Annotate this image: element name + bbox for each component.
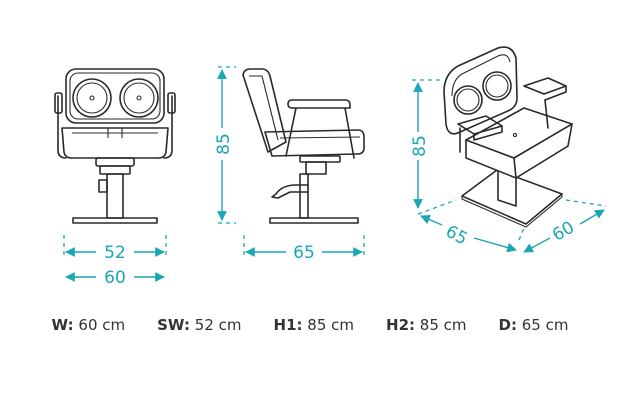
spec-label: H2: bbox=[386, 316, 416, 334]
iso-dimension-65: 65 bbox=[417, 199, 525, 253]
front-dimension-52: 52 bbox=[63, 235, 167, 263]
front-dimension-60: 60 bbox=[65, 268, 165, 288]
spec-value: 85 cm bbox=[307, 316, 355, 334]
side-dimension-65: 65 bbox=[243, 235, 365, 263]
spec-value: 85 cm bbox=[419, 316, 467, 334]
front-left-cushion-icon bbox=[72, 78, 112, 118]
spec-value: 52 cm bbox=[194, 316, 242, 334]
side-view-chair bbox=[242, 68, 365, 224]
spec-item-seat-width: SW: 52 cm bbox=[157, 316, 241, 340]
iso-width-label: 60 bbox=[549, 218, 578, 246]
spec-label: H1: bbox=[273, 316, 303, 334]
chair-dimension-drawing: 52 60 85 65 bbox=[54, 46, 607, 288]
spec-item-width: W: 60 cm bbox=[52, 316, 126, 340]
spec-item-height-2: H2: 85 cm bbox=[386, 316, 467, 340]
spec-value: 60 cm bbox=[78, 316, 126, 334]
side-dimension-85: 85 bbox=[214, 66, 236, 224]
side-height-label: 85 bbox=[214, 133, 234, 155]
iso-dimension-85: 85 bbox=[410, 79, 440, 209]
iso-left-cushion-icon bbox=[453, 85, 483, 115]
spec-list: W: 60 cm SW: 52 cm H1: 85 cm H2: 85 cm D… bbox=[0, 316, 620, 340]
spec-value: 65 cm bbox=[521, 316, 569, 334]
iso-dimension-60: 60 bbox=[523, 199, 607, 253]
iso-height-label: 85 bbox=[410, 135, 430, 157]
iso-right-cushion-icon bbox=[482, 71, 512, 101]
front-view-chair bbox=[54, 68, 176, 224]
front-seat-width-label: 52 bbox=[104, 243, 126, 263]
spec-label: D: bbox=[498, 316, 517, 334]
spec-item-depth: D: 65 cm bbox=[499, 316, 569, 340]
front-width-label: 60 bbox=[104, 268, 126, 288]
front-right-cushion-icon bbox=[119, 78, 159, 118]
spec-label: SW: bbox=[157, 316, 191, 334]
iso-depth-label: 65 bbox=[442, 222, 470, 250]
side-depth-label: 65 bbox=[293, 243, 315, 263]
spec-label: W: bbox=[51, 316, 74, 334]
iso-view-chair bbox=[443, 46, 573, 228]
spec-item-height-1: H1: 85 cm bbox=[274, 316, 355, 340]
